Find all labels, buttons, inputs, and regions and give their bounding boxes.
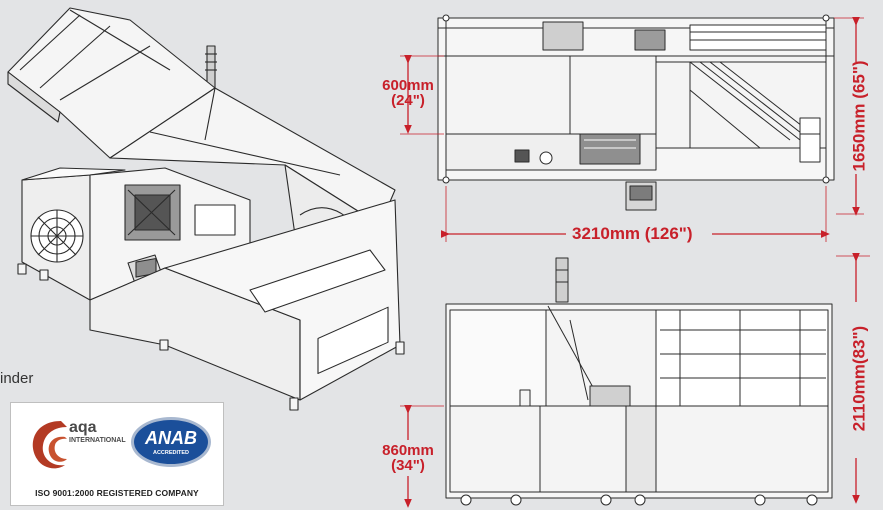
top-view xyxy=(437,14,835,211)
aqa-sub: INTERNATIONAL xyxy=(69,437,126,444)
certification-box: aqa INTERNATIONAL ANAB ACCREDITED ISO 90… xyxy=(10,402,224,506)
top-height-in: (24") xyxy=(391,92,425,109)
isometric-view xyxy=(7,7,405,411)
top-height-mm: 600mm xyxy=(382,77,434,94)
infeed-height-mm: 860mm xyxy=(382,442,434,459)
truncated-side-text: inder xyxy=(0,370,34,387)
right-top-dimension: 1650mm (65") xyxy=(849,60,869,172)
front-view xyxy=(445,257,833,506)
aqa-swirl-logo xyxy=(32,421,67,469)
anab-text: ANAB xyxy=(145,428,197,448)
anab-badge: ANAB ACCREDITED xyxy=(131,417,211,467)
aqa-name: aqa xyxy=(69,419,97,436)
right-bottom-dimension: 2110mm(83") xyxy=(849,325,869,432)
infeed-height-in: (34") xyxy=(391,457,425,474)
anab-sub: ACCREDITED xyxy=(152,450,190,456)
length-dimension: 3210mm (126") xyxy=(570,224,695,243)
dimension-lines xyxy=(400,16,870,508)
infeed-height-dimension: 860mm (34") xyxy=(372,443,444,473)
iso-caption: ISO 9001:2000 REGISTERED COMPANY xyxy=(35,488,199,498)
top-height-dimension: 600mm (24") xyxy=(372,78,444,108)
